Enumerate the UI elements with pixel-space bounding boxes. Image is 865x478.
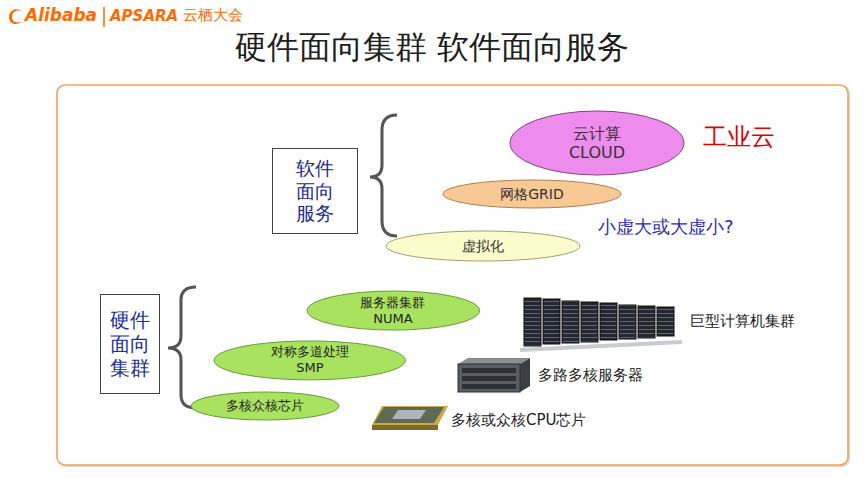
layer-ellipse: 多核众核芯片 xyxy=(190,391,340,421)
text-group: 网格GRID xyxy=(500,185,564,203)
brand-logo: APSARA xyxy=(110,7,178,25)
picture-caption: 多路多核服务器 xyxy=(538,366,643,385)
layer-ellipse: 虚拟化 xyxy=(385,230,581,262)
content-frame xyxy=(57,85,848,465)
picture-caption: 巨型计算机集群 xyxy=(690,312,795,331)
brand-logo: Alibaba xyxy=(25,5,97,25)
ellipse-outline xyxy=(307,291,480,330)
node-label: 云计算 CLOUD xyxy=(561,124,633,162)
layer-ellipse: 云计算 CLOUD xyxy=(509,110,685,176)
ellipse-outline xyxy=(386,231,580,261)
ellipse-outline xyxy=(443,180,621,208)
node-label: 硬件面向集群 xyxy=(110,308,150,380)
brand-logo: 云栖大会 xyxy=(183,6,243,25)
layer-ellipse: 网格GRID xyxy=(442,179,622,209)
picture-caption: 多核或众核CPU芯片 xyxy=(451,411,587,430)
layer-ellipse: 对称多道处理 SMP xyxy=(213,340,406,381)
cpu-chip-picture xyxy=(372,406,448,430)
node-label: 软件面向服务 xyxy=(296,157,334,225)
server-picture xyxy=(458,358,530,392)
ellipse-outline xyxy=(510,111,684,175)
text-group: 云计算 CLOUD xyxy=(561,124,633,162)
text-group: 虚拟化 xyxy=(462,237,504,255)
text-group: 硬件面向集群 xyxy=(110,308,150,380)
text-group: 软件面向服务 xyxy=(296,157,334,225)
logo-separator xyxy=(103,7,105,27)
node-label: 虚拟化 xyxy=(462,237,504,255)
rack-cluster-picture xyxy=(520,298,682,352)
logo-icon xyxy=(9,9,22,24)
ellipse-outline xyxy=(214,341,405,380)
curly-brace xyxy=(168,287,196,408)
rect-outline xyxy=(273,149,358,234)
rect-outline xyxy=(101,295,160,394)
layer-ellipse: 服务器集群 NUMA xyxy=(306,290,481,331)
category-box: 硬件面向集群 xyxy=(100,294,160,394)
node-label: 网格GRID xyxy=(500,185,564,203)
callout-note: 工业云 xyxy=(703,121,775,153)
category-box: 软件面向服务 xyxy=(272,148,358,234)
ellipse-outline xyxy=(191,392,339,420)
node-label: 对称多道处理 SMP xyxy=(266,344,354,375)
text-group: 对称多道处理 SMP xyxy=(266,344,354,375)
node-label: 多核众核芯片 xyxy=(226,398,304,415)
curly-brace xyxy=(370,115,397,236)
node-label: 服务器集群 NUMA xyxy=(353,295,433,326)
text-group: 服务器集群 NUMA xyxy=(353,295,433,326)
slide-title: 硬件面向集群 软件面向服务 xyxy=(235,26,629,70)
callout-note: 小虚大或大虚小? xyxy=(598,215,734,239)
text-group: 多核众核芯片 xyxy=(226,398,304,415)
